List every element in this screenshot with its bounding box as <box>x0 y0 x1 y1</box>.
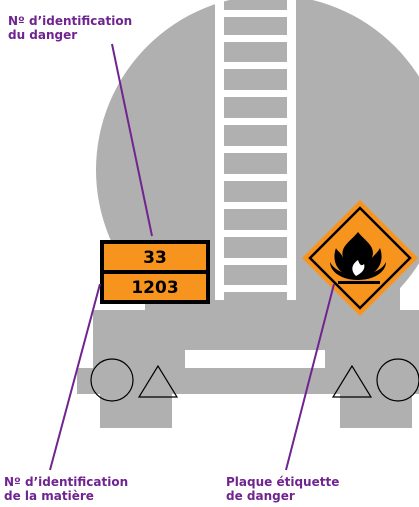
hazard-id-label-line2: du danger <box>8 28 132 42</box>
ladder-rung <box>224 35 287 42</box>
ladder-rung <box>224 118 287 125</box>
ladder-rung <box>224 146 287 153</box>
hazard-placard-label-line2: de danger <box>226 489 339 503</box>
ladder-rung <box>224 62 287 69</box>
rear-post-right <box>340 394 412 428</box>
substance-id-label-line1: Nº d’identification <box>4 475 128 489</box>
hazard-id-label-line1: Nº d’identification <box>8 14 132 28</box>
ladder-rail-left <box>215 0 224 300</box>
chassis-bumper <box>77 368 419 394</box>
ladder-rung <box>224 230 287 237</box>
orange-plate: 33 1203 <box>100 240 210 304</box>
ladder-rung <box>224 285 287 292</box>
ladder-rung <box>224 10 287 17</box>
hazard-id-label: Nº d’identification du danger <box>8 14 132 42</box>
ladder-rung <box>224 90 287 97</box>
ladder-rail-right <box>287 0 296 300</box>
ladder-rung <box>224 202 287 209</box>
ladder-rung <box>224 258 287 265</box>
un-number: 1203 <box>131 278 178 298</box>
ladder-rung <box>224 174 287 181</box>
substance-id-label-line2: de la matière <box>4 489 128 503</box>
rear-post-left <box>100 394 172 428</box>
substance-id-label: Nº d’identification de la matière <box>4 475 128 503</box>
hazard-placard-label: Plaque étiquette de danger <box>226 475 339 503</box>
hazard-number: 33 <box>143 248 167 268</box>
hazard-placard-label-line1: Plaque étiquette <box>226 475 339 489</box>
chassis-gap <box>185 350 325 368</box>
